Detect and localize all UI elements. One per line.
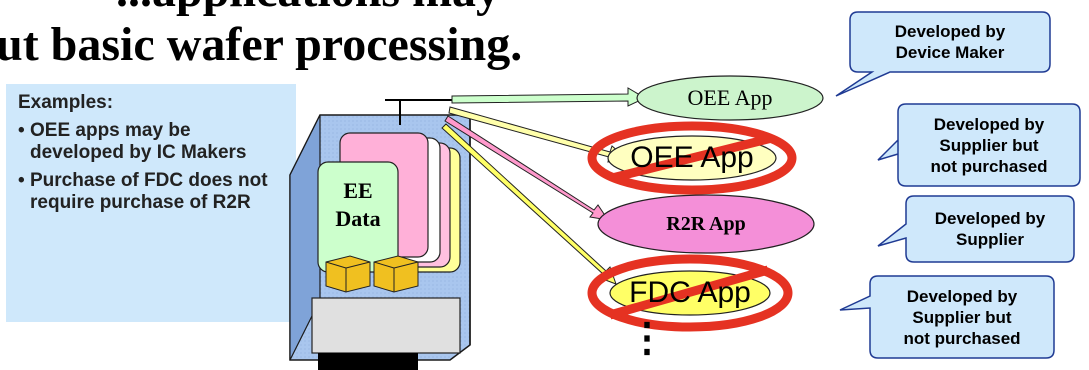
callout-supplier-not-purchased-fdc: Developed by Supplier but not purchased xyxy=(870,276,1054,358)
oee-app-ellipse xyxy=(636,75,824,121)
fdc-app-prohibited-ellipse xyxy=(587,254,793,332)
callout-line: Device Maker xyxy=(895,43,1005,62)
callout-line: Developed by xyxy=(894,22,1006,41)
callout-line: not purchased xyxy=(903,328,1021,348)
callout-line: Developed by xyxy=(934,209,1046,228)
ee-data-line-2: Data xyxy=(335,206,381,231)
continuation-dots: ⋮ xyxy=(627,316,667,360)
title-line-1: ...applications may xyxy=(116,0,500,20)
callout-line: Developed by xyxy=(933,114,1045,134)
callout-line: not purchased xyxy=(930,156,1048,176)
app-label-r2r: R2R App xyxy=(666,213,746,235)
ee-data-line-1: EE xyxy=(343,178,373,203)
app-label-oee-prohibited: OEE App xyxy=(630,141,754,174)
callout-shapes xyxy=(835,11,1081,359)
bullet-icon: • xyxy=(18,170,25,191)
ee-data-label: EE Data xyxy=(318,177,398,233)
callout-supplier: Developed by Supplier xyxy=(906,196,1074,262)
callout-device-maker: Developed by Device Maker xyxy=(850,12,1050,72)
callout-line: Supplier xyxy=(955,230,1024,249)
title-line-2: ut basic wafer processing. xyxy=(0,18,523,71)
app-label-fdc-prohibited: FDC App xyxy=(629,276,751,309)
app-label-oee: OEE App xyxy=(687,85,773,110)
examples-heading: Examples: xyxy=(18,92,114,113)
callout-line: Developed by xyxy=(906,286,1018,306)
equipment-tool xyxy=(289,99,471,370)
data-arrows xyxy=(441,87,647,285)
examples-item-text: Purchase of FDC does not require purchas… xyxy=(30,170,268,213)
examples-item: • OEE apps may be developed by IC Makers xyxy=(18,120,286,164)
r2r-app-ellipse xyxy=(597,194,815,254)
oee-app-prohibited-ellipse xyxy=(587,121,797,195)
examples-item: • Purchase of FDC does not require purch… xyxy=(18,170,286,214)
callout-supplier-not-purchased: Developed by Supplier but not purchased xyxy=(898,104,1080,186)
bullet-icon: • xyxy=(18,120,25,141)
examples-item-text: OEE apps may be developed by IC Makers xyxy=(30,120,247,163)
callout-line: Supplier but xyxy=(939,135,1039,155)
examples-box: Examples: • OEE apps may be developed by… xyxy=(6,84,296,322)
callout-line: Supplier but xyxy=(912,307,1012,327)
